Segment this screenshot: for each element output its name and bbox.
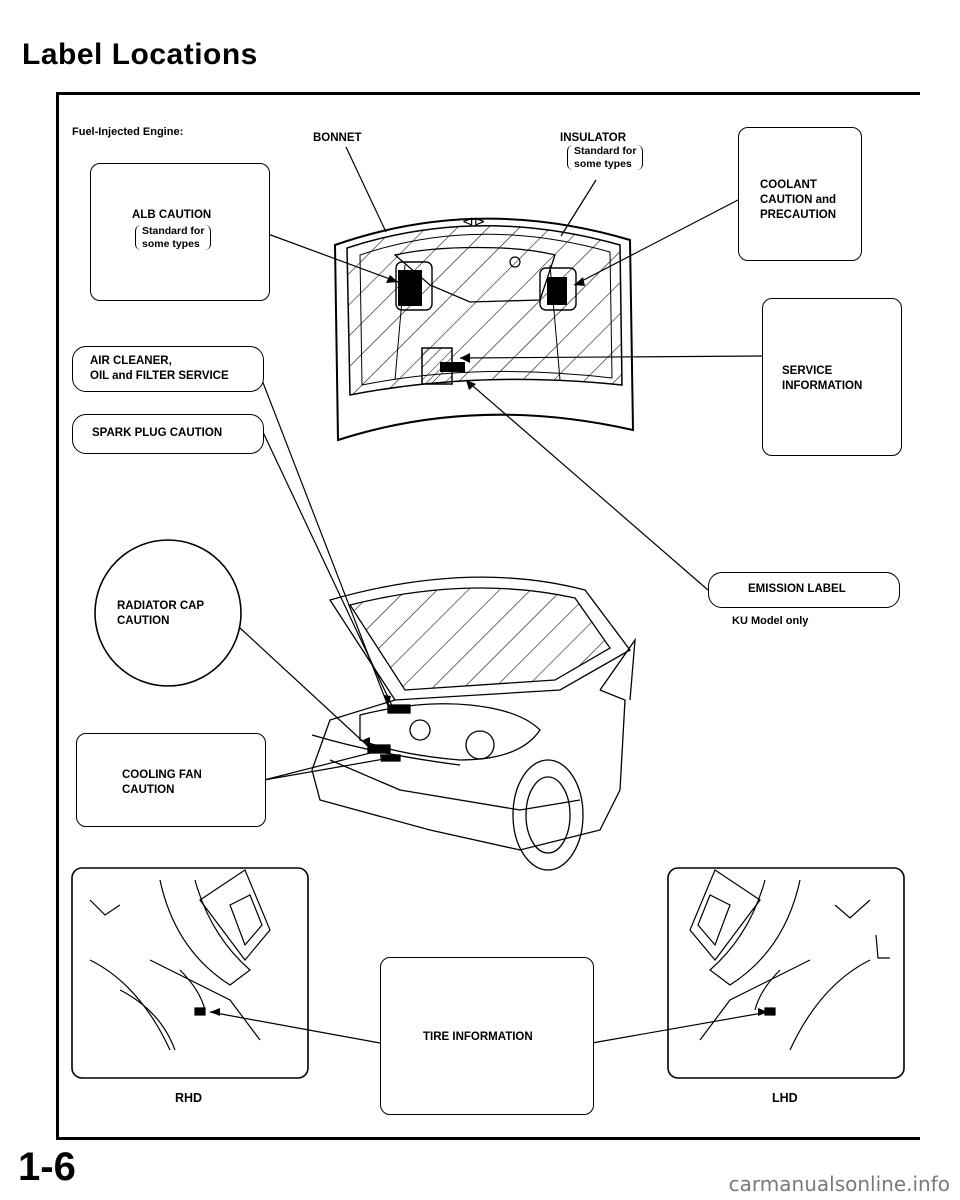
tire-information-callout: [380, 957, 594, 1115]
insulator-label: INSULATOR: [560, 132, 627, 144]
alb-note-line-2: some types: [142, 237, 200, 250]
service-information-callout: [762, 298, 902, 456]
spark-plug-label: SPARK PLUG CAUTION: [92, 427, 223, 439]
arrowheads: [210, 275, 768, 1016]
radiator-line-1: RADIATOR CAP: [117, 600, 205, 612]
air-cleaner-line-2: OIL and FILTER SERVICE: [90, 369, 229, 382]
cooling-fan-callout: [76, 733, 266, 827]
alb-note-line-1: Standard for: [142, 225, 205, 237]
left-rule: [56, 92, 59, 1140]
page-title: Label Locations: [22, 38, 258, 71]
radiator-callout-circle: [94, 539, 242, 687]
rhd-label: RHD: [175, 1091, 203, 1105]
svg-text:⊲⊳: ⊲⊳: [462, 214, 485, 230]
lhd-interior-drawing: [667, 867, 905, 1079]
lhd-label: LHD: [772, 1091, 798, 1105]
bonnet-label: BONNET: [313, 132, 362, 144]
coolant-line-1: COOLANT: [760, 179, 817, 191]
service-line-2: INFORMATION: [782, 379, 863, 392]
rhd-interior-drawing: [71, 867, 309, 1079]
cooling-fan-line-1: COOLING FAN: [122, 769, 202, 781]
cooling-fan-line-2: CAUTION: [122, 783, 175, 796]
watermark: carmanualsonline.info: [728, 1172, 950, 1196]
air-cleaner-label: AIR CLEANER, OIL and FILTER SERVICE: [90, 354, 229, 384]
service-line-1: SERVICE: [782, 365, 833, 377]
radiator-cap-label: RADIATOR CAP CAUTION: [117, 599, 204, 629]
coolant-label: COOLANT CAUTION and PRECAUTION: [760, 178, 836, 223]
coolant-callout: [738, 127, 862, 261]
insulator-note-line-2: some types: [574, 157, 632, 170]
bonnet-drawing: ⊲⊳: [333, 214, 635, 442]
emission-label-text: EMISSION LABEL: [748, 583, 846, 595]
emission-label-callout: [708, 572, 900, 608]
air-cleaner-line-1: AIR CLEANER,: [90, 355, 172, 367]
alb-note: Standard for some types: [135, 225, 212, 251]
engine-label: Fuel-Injected Engine:: [72, 126, 184, 138]
bottom-rule: [56, 1137, 920, 1140]
cooling-fan-label: COOLING FAN CAUTION: [122, 768, 202, 798]
page-number: 1-6: [18, 1145, 76, 1189]
coolant-line-2: CAUTION and: [760, 193, 837, 206]
car-drawing: [311, 576, 636, 871]
tire-information-label: TIRE INFORMATION: [423, 1031, 533, 1043]
emission-note: KU Model only: [732, 615, 809, 627]
spark-plug-callout: [72, 414, 264, 454]
insulator-note: Standard for some types: [567, 145, 644, 171]
radiator-line-2: CAUTION: [117, 614, 170, 627]
air-cleaner-callout: [72, 346, 264, 392]
leader-lines: [209, 146, 769, 1044]
coolant-line-3: PRECAUTION: [760, 208, 837, 221]
top-rule: [58, 92, 920, 95]
insulator-note-line-1: Standard for: [574, 145, 637, 157]
alb-caution-callout: [90, 163, 270, 301]
service-information-label: SERVICE INFORMATION: [782, 364, 862, 394]
alb-caution-label: ALB CAUTION: [132, 209, 212, 221]
